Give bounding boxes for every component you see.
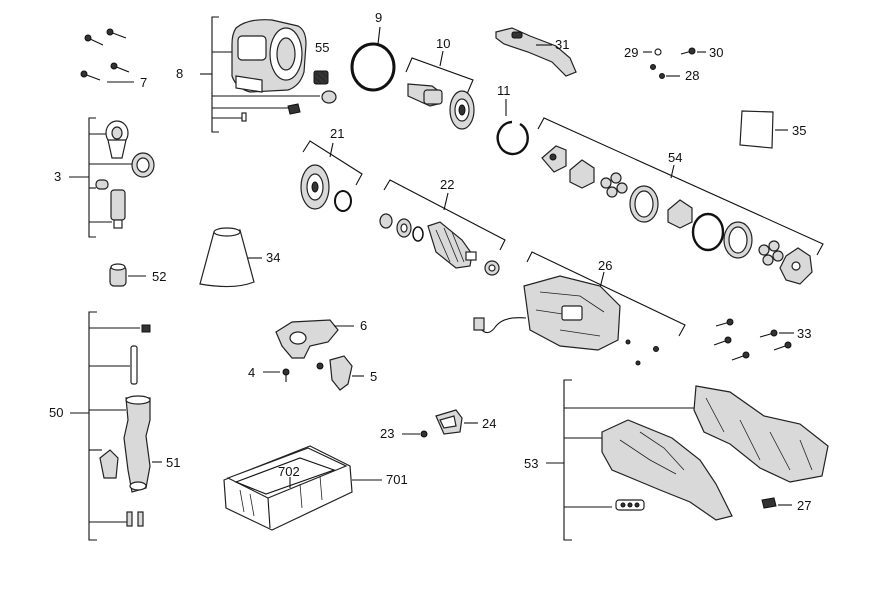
part-26-motor-assembly — [473, 251, 686, 366]
label-55: 55 — [315, 40, 329, 55]
part-28-screws — [650, 64, 680, 79]
part-33-screws — [713, 318, 794, 361]
label-34: 34 — [266, 250, 280, 265]
part-24-clip — [435, 409, 478, 435]
label-10: 10 — [436, 36, 450, 51]
label-54: 54 — [668, 150, 682, 165]
label-23: 23 — [380, 426, 394, 441]
part-21-bearing-cap — [300, 140, 363, 212]
label-11: 11 — [497, 83, 511, 98]
part-54-gear-set — [537, 117, 824, 285]
part-29-washer — [643, 48, 662, 56]
label-27: 27 — [797, 498, 811, 513]
label-702: 702 — [278, 464, 300, 479]
label-24: 24 — [482, 416, 496, 431]
part-6-lock-plate — [275, 319, 354, 359]
label-52: 52 — [152, 269, 166, 284]
part-7-screws — [80, 28, 134, 83]
label-51: 51 — [166, 455, 180, 470]
part-31-switch-lever — [495, 27, 577, 77]
label-26: 26 — [598, 258, 612, 273]
label-50: 50 — [49, 405, 63, 420]
part-52-sleeve — [109, 263, 146, 287]
part-10-spindle-bearing — [405, 50, 475, 130]
label-53: 53 — [524, 456, 538, 471]
part-55-gear — [313, 70, 329, 85]
label-4: 4 — [248, 365, 255, 380]
label-29: 29 — [624, 45, 638, 60]
label-35: 35 — [792, 123, 806, 138]
label-31: 31 — [555, 37, 569, 52]
label-9: 9 — [375, 10, 382, 25]
label-22: 22 — [440, 177, 454, 192]
label-3: 3 — [54, 169, 61, 184]
label-8: 8 — [176, 66, 183, 81]
part-35-label — [739, 110, 788, 149]
label-6: 6 — [360, 318, 367, 333]
label-7: 7 — [140, 75, 147, 90]
label-28: 28 — [685, 68, 699, 83]
part-9-o-ring — [350, 26, 396, 92]
part-4-screw — [263, 368, 290, 382]
label-701: 701 — [386, 472, 408, 487]
part-701-carry-case — [223, 445, 382, 531]
part-30-screw — [680, 47, 706, 55]
part-5-lever — [316, 355, 364, 391]
part-11-retaining-ring — [496, 99, 529, 156]
part-53-housing-set — [546, 379, 829, 541]
label-21: 21 — [330, 126, 344, 141]
part-3-clamp-group — [69, 117, 155, 238]
label-5: 5 — [370, 369, 377, 384]
label-30: 30 — [709, 45, 723, 60]
part-23-screw — [402, 430, 428, 438]
part-8-gear-housing — [200, 16, 337, 133]
part-50-shaft-group — [70, 311, 162, 541]
label-33: 33 — [797, 326, 811, 341]
part-22-armature — [379, 179, 506, 276]
part-34-boot — [199, 227, 262, 288]
